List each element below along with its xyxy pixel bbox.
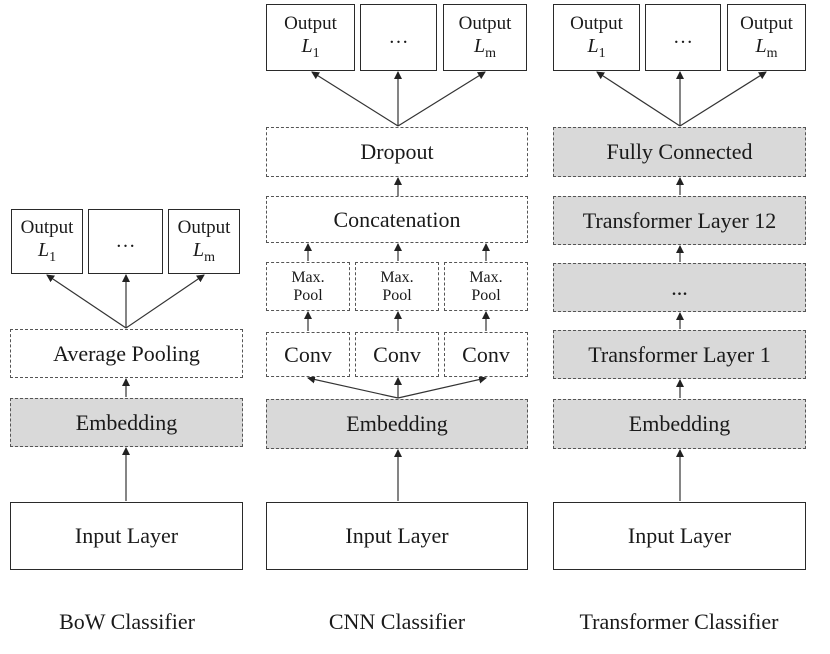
tf-embedding-label: Embedding <box>628 411 731 436</box>
cnn-dropout: Dropout <box>266 127 528 177</box>
bow-input-layer-label: Input Layer <box>74 523 179 548</box>
tf-fully-connected-label: Fully Connected <box>606 139 753 164</box>
cnn-output-ellipsis-text: … <box>388 26 409 48</box>
cnn-embedding: Embedding <box>266 399 528 449</box>
tf-caption: Transformer Classifier <box>579 609 779 634</box>
tf-input-layer-label: Input Layer <box>627 523 732 548</box>
cnn-conv-2: Conv <box>355 332 439 377</box>
tf-output-last: Output Lm <box>727 4 806 71</box>
bow-output-first-symbol: L1 <box>37 238 57 265</box>
cnn-conv-1: Conv <box>266 332 350 377</box>
cnn-maxpool-3-line1: Max. <box>469 268 503 286</box>
cnn-concatenation: Concatenation <box>266 196 528 243</box>
arrow-cnn-embedding-conv3 <box>397 375 487 399</box>
tf-output-first-label: Output <box>570 13 623 35</box>
tf-transformer-layer-1-label: Transformer Layer 1 <box>588 341 771 367</box>
bow-output-last: Output Lm <box>168 209 240 274</box>
tf-transformer-ellipsis: ... <box>553 263 806 312</box>
tf-transformer-layer-1: Transformer Layer 1 <box>553 330 806 379</box>
tf-transformer-ellipsis-label: ... <box>671 274 688 300</box>
cnn-maxpool-1-line2: Pool <box>293 286 323 304</box>
bow-embedding-label: Embedding <box>75 409 178 435</box>
tf-output-ellipsis: … <box>645 4 721 71</box>
bow-output-ellipsis: … <box>88 209 163 274</box>
cnn-input-layer-label: Input Layer <box>345 523 449 548</box>
cnn-output-ellipsis: … <box>360 4 437 71</box>
cnn-maxpool-1-line1: Max. <box>291 268 325 286</box>
tf-transformer-layer-12-label: Transformer Layer 12 <box>582 207 777 233</box>
bow-average-pooling: Average Pooling <box>10 329 243 378</box>
cnn-conv-3-label: Conv <box>462 341 510 367</box>
cnn-output-first-label: Output <box>284 13 337 35</box>
tf-embedding: Embedding <box>553 399 806 449</box>
cnn-output-last: Output Lm <box>443 4 527 71</box>
cnn-conv-2-label: Conv <box>373 341 421 367</box>
cnn-output-first-symbol: L1 <box>301 34 320 61</box>
cnn-maxpool-3-line2: Pool <box>471 286 501 304</box>
bow-average-pooling-label: Average Pooling <box>53 340 200 366</box>
arrow-bow-pooling-out3 <box>125 274 205 329</box>
cnn-output-last-label: Output <box>458 13 512 35</box>
cnn-output-last-symbol: Lm <box>473 34 496 61</box>
bow-input-layer: Input Layer <box>10 502 243 570</box>
cnn-embedding-label: Embedding <box>346 411 448 436</box>
tf-output-last-label: Output <box>740 13 793 35</box>
bow-embedding: Embedding <box>10 398 243 447</box>
cnn-input-layer: Input Layer <box>266 502 528 570</box>
cnn-maxpool-2: Max. Pool <box>355 262 439 311</box>
cnn-dropout-label: Dropout <box>360 139 434 164</box>
tf-fully-connected: Fully Connected <box>553 127 806 177</box>
arrow-cnn-dropout-out1 <box>311 71 399 127</box>
cnn-maxpool-2-line1: Max. <box>380 268 414 286</box>
cnn-caption: CNN Classifier <box>328 609 466 634</box>
bow-caption: BoW Classifier <box>59 609 195 634</box>
bow-output-first-label: Output <box>20 217 74 239</box>
cnn-conv-3: Conv <box>444 332 528 377</box>
bow-output-last-symbol: Lm <box>192 238 215 265</box>
tf-input-layer: Input Layer <box>553 502 806 570</box>
tf-output-first: Output L1 <box>553 4 640 71</box>
arrow-cnn-embedding-conv1 <box>307 375 399 399</box>
tf-output-first-symbol: L1 <box>587 34 606 61</box>
tf-transformer-layer-12: Transformer Layer 12 <box>553 196 806 245</box>
cnn-output-first: Output L1 <box>266 4 355 71</box>
arrow-bow-pooling-out1 <box>46 274 127 329</box>
cnn-maxpool-1: Max. Pool <box>266 262 350 311</box>
cnn-maxpool-2-line2: Pool <box>382 286 412 304</box>
cnn-maxpool-3: Max. Pool <box>444 262 528 311</box>
tf-output-last-symbol: Lm <box>755 34 778 61</box>
arrow-tf-fc-out3 <box>679 71 767 127</box>
cnn-conv-1-label: Conv <box>284 341 332 367</box>
tf-output-ellipsis-text: … <box>673 26 693 48</box>
arrow-tf-fc-out1 <box>596 71 681 127</box>
cnn-concatenation-label: Concatenation <box>333 206 461 232</box>
arrow-cnn-dropout-out3 <box>397 71 486 127</box>
bow-output-first: Output L1 <box>11 209 83 274</box>
bow-output-ellipsis-text: … <box>115 230 136 252</box>
bow-output-last-label: Output <box>177 217 231 239</box>
